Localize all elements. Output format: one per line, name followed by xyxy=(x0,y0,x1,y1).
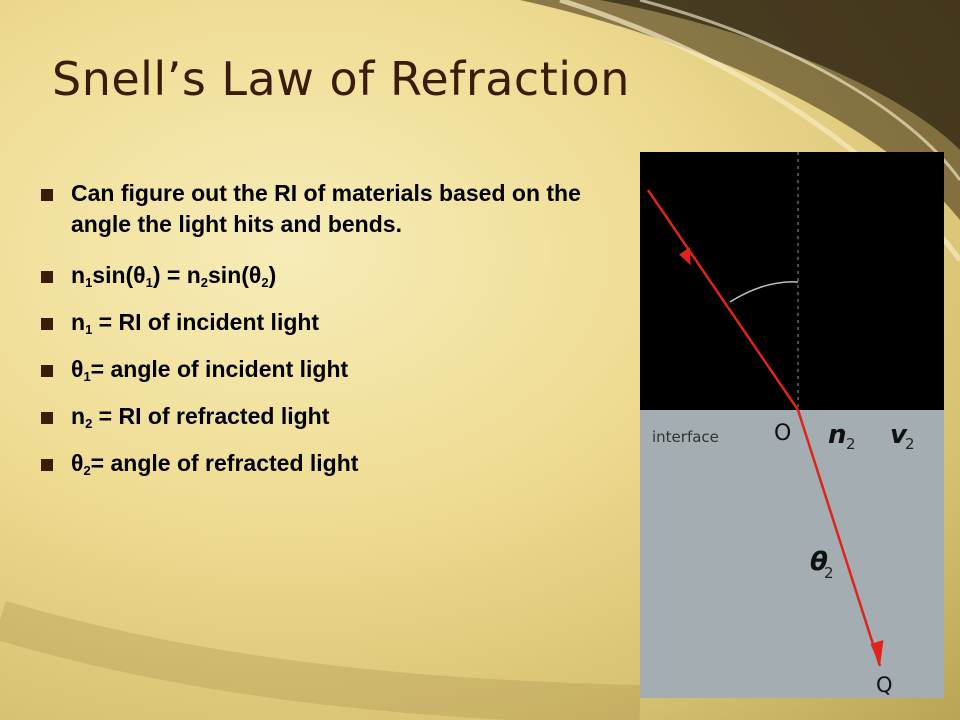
square-bullet-icon xyxy=(41,412,53,424)
square-bullet-icon xyxy=(41,459,53,471)
theta2-label: θ xyxy=(810,547,828,577)
bullet-theta1-definition: θ1= angle of incident light xyxy=(40,354,600,385)
bullet-text: n1 = RI of incident light xyxy=(71,309,320,337)
v2-label: v xyxy=(890,420,908,450)
square-bullet-icon xyxy=(41,271,53,283)
upper-medium xyxy=(640,152,944,410)
point-o-label: O xyxy=(774,421,791,446)
subscript: 2 xyxy=(200,275,209,290)
bullet-theta2-definition: θ2= angle of refracted light xyxy=(40,448,600,479)
bullet-ri-materials: Can figure out the RI of materials based… xyxy=(40,178,581,240)
incident-ray xyxy=(646,189,800,411)
bullet-snell-equation: n1sin(θ1) = n2sin(θ2) xyxy=(40,260,600,291)
subscript: 1 xyxy=(83,369,91,384)
subscript: 1 xyxy=(85,275,93,290)
bullet-text: θ2= angle of refracted light xyxy=(71,450,359,478)
lower-medium xyxy=(640,410,944,698)
incident-angle-arc xyxy=(729,281,799,303)
bullet-text: n2 = RI of refracted light xyxy=(71,403,330,431)
refraction-svg: interface O n 2 v 2 θ 2 Q xyxy=(640,152,944,698)
n2-label: n xyxy=(828,420,847,450)
bullet-text: n1sin(θ1) = n2sin(θ2) xyxy=(71,262,277,290)
n2-subscript: 2 xyxy=(846,435,856,453)
interface-label: interface xyxy=(652,428,719,446)
bullet-n2-definition: n2 = RI of refracted light xyxy=(40,401,600,432)
refracted-arrow-icon xyxy=(870,640,884,666)
subscript: 1 xyxy=(85,322,93,337)
subscript: 2 xyxy=(85,416,93,431)
subscript: 2 xyxy=(83,463,91,478)
square-bullet-icon xyxy=(41,318,53,330)
subscript: 2 xyxy=(261,275,269,290)
refracted-ray xyxy=(796,409,882,667)
refraction-diagram: interface O n 2 v 2 θ 2 Q xyxy=(640,152,944,698)
point-q-label: Q xyxy=(876,673,893,697)
bullet-list: Can figure out the RI of materials based… xyxy=(40,178,600,495)
bullet-text: θ1= angle of incident light xyxy=(71,356,349,384)
bullet-n1-definition: n1 = RI of incident light xyxy=(40,307,600,338)
theta2-subscript: 2 xyxy=(824,564,834,582)
v2-subscript: 2 xyxy=(905,435,915,453)
square-bullet-icon xyxy=(41,189,53,201)
square-bullet-icon xyxy=(41,365,53,377)
subscript: 1 xyxy=(145,275,153,290)
incident-arrow-icon xyxy=(679,247,691,266)
slide-title: Snell’s Law of Refraction xyxy=(52,52,630,106)
